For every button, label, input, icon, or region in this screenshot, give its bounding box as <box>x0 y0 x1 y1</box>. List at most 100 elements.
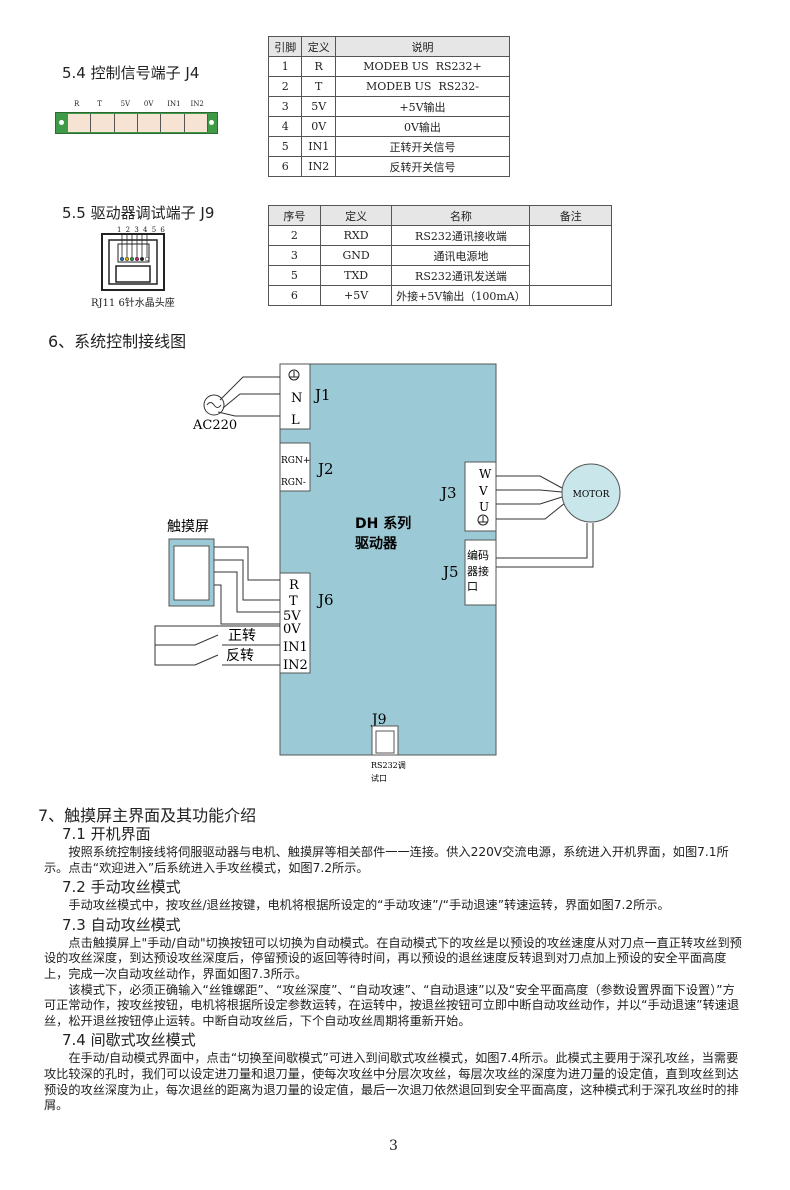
j4-terminal-cell <box>68 114 92 132</box>
table-cell: IN2 <box>301 156 336 177</box>
rj11-caption: RJ11 6针水晶头座 <box>91 298 175 309</box>
j2-rgn-plus: RGN+ <box>281 456 310 466</box>
table-cell <box>529 225 612 286</box>
rj11-pin-dot <box>139 256 145 262</box>
j4-terminal-cell <box>161 114 185 132</box>
j5-terminal <box>464 539 497 606</box>
j6-pin-label: T <box>289 594 298 609</box>
j9-label: J9 <box>370 712 387 728</box>
section-7-3-title: 7.3 自动攻丝模式 <box>62 915 181 934</box>
j9-caption-2: 试口 <box>371 773 387 783</box>
j1-n-label: N <box>291 391 302 406</box>
motor-label: MOTOR <box>573 490 610 500</box>
j4-terminal-cell <box>91 114 115 132</box>
page-number: 3 <box>389 1138 398 1154</box>
ac-wires <box>203 376 280 417</box>
paragraph: 在手动/自动模式界面中，点击“切换至间歇模式”可进入到间歇式攻丝模式，如图7.4… <box>44 1051 739 1113</box>
table-cell: 0V <box>301 116 336 137</box>
table-cell: IN1 <box>301 136 336 157</box>
section-5-5-title: 5.5 驱动器调试端子 J9 <box>62 204 215 222</box>
paragraph: 手动攻丝模式中，按攻丝/退丝按键，电机将根据所设定的“手动攻速”/“手动退速”转… <box>68 898 670 913</box>
j3-w: W <box>479 467 492 481</box>
j4-terminal-cell <box>184 114 208 132</box>
reverse-label: 反转 <box>226 648 254 664</box>
table-header: 定义 <box>301 36 336 57</box>
section-7-title: 7、触摸屏主界面及其功能介绍 <box>38 806 257 825</box>
table-cell: 外接+5V输出（100mA） <box>391 285 531 306</box>
wiring-diagram: N L J1 AC220 RGN+ RGN- J2 W V U J3 MOTOR… <box>154 363 621 783</box>
j2-terminal <box>279 442 311 492</box>
rj11-pin-dot <box>119 256 125 262</box>
ac220-label: AC220 <box>192 418 237 433</box>
section-7-2-title: 7.2 手动攻丝模式 <box>62 878 181 897</box>
j2-rgn-minus: RGN- <box>281 478 306 488</box>
j3-label: J3 <box>439 484 457 502</box>
j6-pin-label: IN2 <box>283 658 308 673</box>
j4-pin-label: 0V <box>143 100 154 108</box>
j4-pin-label: IN2 <box>190 100 204 108</box>
j3-u: U <box>479 500 489 514</box>
control-wires <box>154 546 280 666</box>
j4-terminal-cell <box>114 114 138 132</box>
ground-icon <box>288 369 300 381</box>
j2-label: J2 <box>316 460 334 478</box>
j4-pin-label: 5V <box>120 100 131 108</box>
table-cell: RS232通讯接收端 <box>391 225 531 246</box>
j5-label-1: 编码 <box>467 548 489 562</box>
paragraph: 该模式下，必须正确输入“丝锥螺距”、“攻丝深度”、“自动攻速”、“自动退速”以及… <box>44 982 740 1028</box>
rj11-pin-dot <box>134 256 140 262</box>
section-7-4-title: 7.4 间歇式攻丝模式 <box>62 1031 196 1050</box>
driver-title-1: DH 系列 <box>355 515 411 532</box>
forward-label: 正转 <box>228 628 256 644</box>
table-cell: 反转开关信号 <box>334 156 511 177</box>
j1-terminal <box>279 363 311 430</box>
j4-pin-label: IN1 <box>167 100 181 108</box>
section-5-4-title: 5.4 控制信号端子 J4 <box>62 64 200 82</box>
j3-v: V <box>478 484 488 498</box>
paragraph: 点击触摸屏上"手动/自动"切换按钮可以切换为自动模式。在自动模式下的攻丝是以预设… <box>44 935 742 981</box>
table-cell: R <box>301 56 336 77</box>
j6-pin-label: 0V <box>283 622 301 637</box>
j5-label: J5 <box>441 563 459 581</box>
rj11-pin-dot <box>124 256 130 262</box>
j4-pin-label: R <box>74 100 80 108</box>
j6-label: J6 <box>316 591 334 609</box>
table-cell: 通讯电源地 <box>391 245 531 266</box>
j6-pin-label: R <box>289 578 300 593</box>
rj11-pin-dot <box>129 256 135 262</box>
ground-icon <box>477 514 489 526</box>
j4-pin-label: T <box>97 100 102 108</box>
section-7-body: 7.1 开机界面 按照系统控制接线将伺服驱动器与电机、触摸屏等相关部件一一连接。… <box>44 823 746 1114</box>
j5-label-2: 器接 <box>467 565 489 578</box>
section-6-title: 6、系统控制接线图 <box>48 332 187 351</box>
table-header: 说明 <box>334 36 511 57</box>
table-header: 序号 <box>268 205 321 226</box>
table-cell: TXD <box>319 265 393 286</box>
rj11-pin-numbers: 1 2 3 4 5 6 <box>117 226 166 234</box>
driver-board <box>279 363 497 756</box>
j5-label-3: 口 <box>467 580 478 593</box>
paragraph: 按照系统控制接线将伺服驱动器与电机、触摸屏等相关部件一一连接。供入220V交流电… <box>44 845 729 875</box>
motor-wires <box>496 475 594 568</box>
j6-pin-label: 5V <box>283 609 301 624</box>
j4-connector-illustration: R T 5V 0V IN1 IN2 <box>55 100 218 136</box>
j9-caption-1: RS232调 <box>371 761 406 770</box>
touchscreen-label: 触摸屏 <box>167 519 209 535</box>
table-cell <box>529 285 612 306</box>
section-7-1-title: 7.1 开机界面 <box>62 825 151 843</box>
table-cell: 正转开关信号 <box>334 136 511 157</box>
motor-icon <box>561 463 621 523</box>
j3-terminal <box>464 461 497 532</box>
rj11-jack-icon <box>101 233 165 291</box>
j1-l-label: L <box>291 413 300 428</box>
j4-terminal-cell <box>137 114 162 132</box>
rj11-pin-dot <box>144 256 150 262</box>
table-header: 备注 <box>529 205 612 226</box>
